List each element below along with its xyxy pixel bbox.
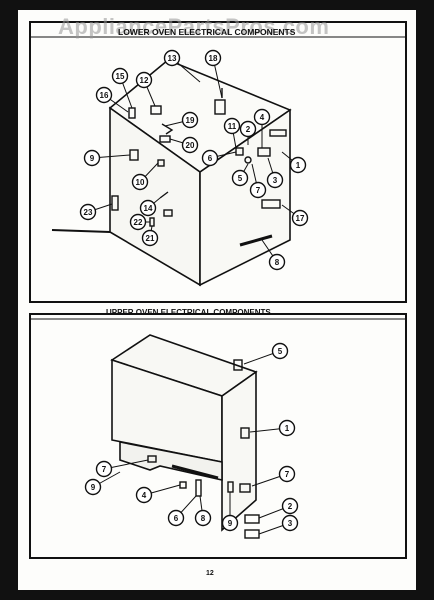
upper-section-title: UPPER OVEN ELECTRICAL COMPONENTS: [106, 308, 271, 317]
lower-callout-number: 3: [273, 176, 278, 185]
scan-border-left: [0, 0, 18, 600]
upper-callout-number: 5: [278, 347, 283, 356]
upper-callout-circle: [194, 509, 212, 527]
upper-callout-number: 6: [174, 514, 179, 523]
lower-callout-circle: [231, 169, 249, 187]
lower-callout-number: 10: [136, 178, 145, 187]
upper-callout-circle: [281, 514, 299, 532]
lower-callout-circle: [83, 149, 101, 167]
lower-callout-circle: [201, 149, 219, 167]
lower-callout-number: 7: [256, 186, 261, 195]
lower-callout-circle: [204, 49, 222, 67]
scan-border-right: [416, 0, 434, 600]
upper-callout-circle: [167, 509, 185, 527]
upper-callout-circle: [278, 419, 296, 437]
lower-callout-circle: [266, 171, 284, 189]
lower-callout-number: 11: [228, 122, 237, 131]
lower-callout-number: 8: [275, 258, 280, 267]
lower-callout-circle: [249, 181, 267, 199]
upper-callout-circle: [271, 342, 289, 360]
lower-callout-circle: [223, 117, 241, 135]
lower-callout-circle: [268, 253, 286, 271]
lower-callout-circle: [181, 136, 199, 154]
page-number: 12: [206, 570, 214, 577]
upper-callout-number: 7: [285, 470, 290, 479]
lower-callout-number: 18: [209, 54, 218, 63]
lower-callout-number: 13: [168, 54, 177, 63]
lower-callout-circle: [291, 209, 309, 227]
upper-callout-number: 9: [91, 483, 96, 492]
upper-callout-number: 1: [285, 424, 290, 433]
lower-section-title: LOWER OVEN ELECTRICAL COMPONENTS: [118, 27, 296, 37]
upper-callout-number: 3: [288, 519, 293, 528]
lower-callout-number: 19: [186, 116, 195, 125]
lower-callout-circle: [111, 67, 129, 85]
lower-callout-number: 17: [296, 214, 305, 223]
lower-callout-circle: [135, 71, 153, 89]
upper-callout-circle: [281, 497, 299, 515]
upper-callout-circle: [221, 514, 239, 532]
lower-callout-number: 12: [140, 76, 149, 85]
upper-callout-number: 7: [102, 465, 107, 474]
upper-callout-circle: [135, 486, 153, 504]
lower-callout-number: 14: [144, 204, 153, 213]
lower-callout-circle: [253, 108, 271, 126]
upper-callout-circle: [278, 465, 296, 483]
lower-callout-circle: [141, 229, 159, 247]
upper-callout-number: 9: [228, 519, 233, 528]
lower-callout-circle: [139, 199, 157, 217]
lower-callout-circle: [129, 213, 147, 231]
lower-callout-circle: [163, 49, 181, 67]
lower-callout-circle: [95, 86, 113, 104]
lower-callout-number: 23: [84, 208, 93, 217]
lower-oven-box: [51, 59, 292, 287]
lower-callout-number: 9: [90, 154, 95, 163]
lower-callout-number: 15: [116, 72, 125, 81]
upper-oven-box: [110, 334, 258, 532]
scan-border-bottom: [0, 590, 434, 600]
lower-callout-number: 5: [238, 174, 243, 183]
upper-callout-number: 4: [142, 491, 147, 500]
lower-callout-number: 6: [208, 154, 213, 163]
lower-callout-number: 4: [260, 113, 265, 122]
lower-callout-circle: [131, 173, 149, 191]
upper-callout-circle: [95, 460, 113, 478]
lower-callout-number: 21: [146, 234, 155, 243]
upper-oven-parts: [147, 359, 260, 539]
scan-border-top: [0, 0, 434, 10]
upper-callout-circle: [84, 478, 102, 496]
lower-callout-circle: [289, 156, 307, 174]
lower-callout-circle: [239, 120, 257, 138]
watermark: AppliancePartsPros.com: [58, 14, 330, 39]
upper-callout-number: 2: [288, 502, 293, 511]
lower-callout-circle: [181, 111, 199, 129]
lower-callout-circle: [79, 203, 97, 221]
lower-callout-number: 1: [296, 161, 301, 170]
lower-callout-number: 22: [134, 218, 143, 227]
lower-callout-number: 2: [246, 125, 251, 134]
lower-callout-number: 20: [186, 141, 195, 150]
upper-section-frame: [29, 313, 407, 559]
upper-callout-number: 8: [201, 514, 206, 523]
lower-callout-number: 16: [100, 91, 109, 100]
